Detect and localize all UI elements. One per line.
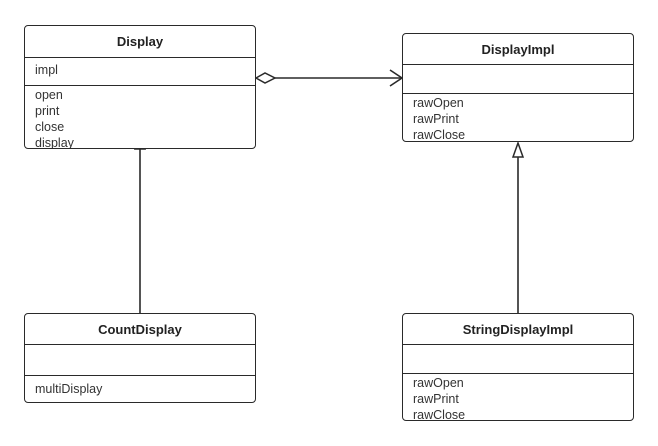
operations-section: rawOpen rawPrint rawClose — [403, 94, 633, 142]
operation: display — [35, 136, 74, 149]
class-countdisplay[interactable]: CountDisplay multiDisplay — [24, 313, 256, 403]
class-stringdisplayimpl[interactable]: StringDisplayImpl rawOpen rawPrint rawCl… — [402, 313, 634, 421]
attributes-section: impl — [25, 58, 255, 86]
operations-section: multiDisplay — [25, 376, 255, 397]
class-name: Display — [25, 26, 255, 58]
class-name: StringDisplayImpl — [403, 314, 633, 345]
generalization-countdisplay-to-display — [133, 132, 147, 313]
generalization-stringdisplayimpl-to-displayimpl — [511, 140, 525, 313]
attributes-section — [25, 345, 255, 376]
operations-section: rawOpen rawPrint rawClose — [403, 374, 633, 421]
attributes-section — [403, 65, 633, 94]
operation: rawOpen — [413, 376, 464, 390]
operation: open — [35, 88, 63, 102]
operation: rawClose — [413, 408, 466, 421]
aggregation-diamond — [254, 72, 277, 84]
operation: rawPrint — [413, 392, 459, 406]
attributes-section — [403, 345, 633, 374]
class-displayimpl[interactable]: DisplayImpl rawOpen rawPrint rawClose — [402, 33, 634, 142]
operation: rawPrint — [413, 112, 459, 126]
operation: rawClose — [413, 128, 466, 142]
aggregation-display-to-displayimpl — [254, 69, 404, 87]
class-display[interactable]: Display impl open print close display — [24, 25, 256, 149]
operation: print — [35, 104, 60, 118]
generalization-triangle — [511, 140, 525, 158]
operation: multiDisplay — [35, 382, 103, 396]
class-name: CountDisplay — [25, 314, 255, 345]
operations-section: open print close display — [25, 86, 255, 149]
operation: close — [35, 120, 65, 134]
class-name: DisplayImpl — [403, 34, 633, 65]
attribute: impl — [35, 63, 58, 77]
operation: rawOpen — [413, 96, 464, 110]
